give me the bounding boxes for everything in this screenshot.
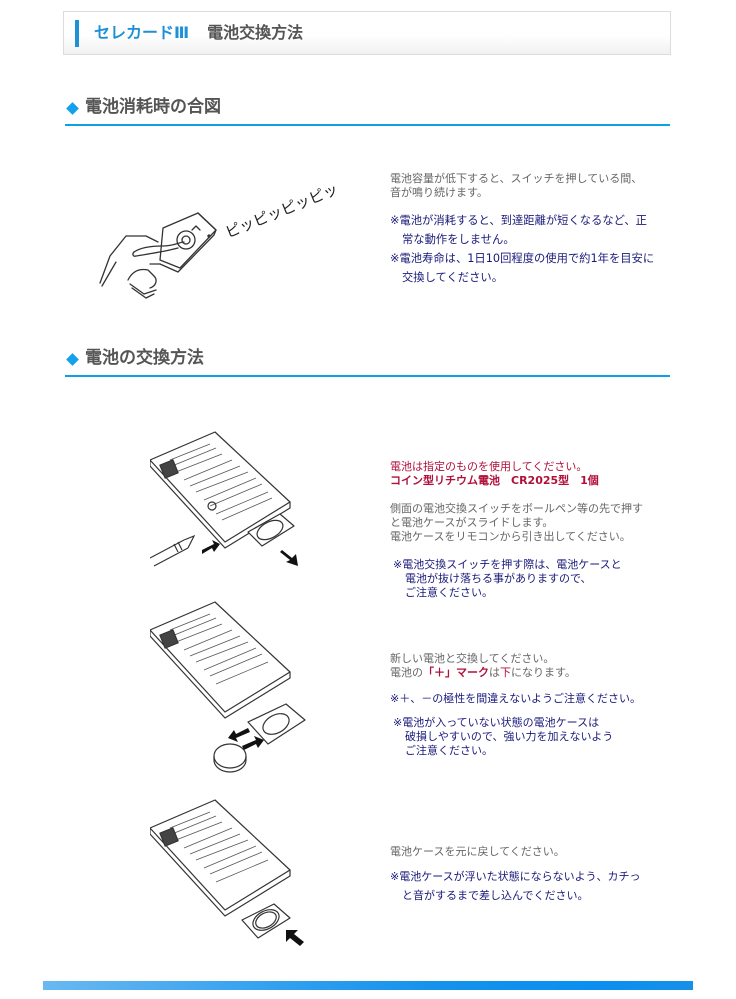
remote-battery-case-slide-out-icon [150,431,298,567]
step-3-note-line: ※電池ケースが浮いた状態にならないよう、カチっ [390,870,641,883]
note-range-line: ※電池が消耗すると、到達距離が短くなるなど、正 [390,214,647,227]
battery-spec-model: コイン型リチウム電池 CR2025型 1個 [390,474,599,487]
section-heading-replacement: 電池の交換方法 [65,345,670,377]
beep-sound-text: ピッピッピッピッ [223,180,341,242]
step-1-body-line: 側面の電池交換スイッチをボールペン等の先で押す [390,502,643,515]
diamond-bullet-icon [66,353,79,366]
title-accent-bar [75,20,79,47]
step-2-polarity-note: ※＋、－の極性を間違えないようご注意ください。 [390,692,641,705]
plus-mark-highlight: 「＋」マーク [423,666,489,679]
note-lifetime-line: ※電池寿命は、1日10回程度の使用で約1年を目安に [390,252,655,265]
step-2-note-line: ※電池が入っていない状態の電池ケースは [393,716,600,729]
footer-gradient-bar [43,981,693,990]
step-2-text: 新しい電池と交換してください。 電池の「＋」マークは下になります。 ※＋、－の極… [390,652,680,758]
page-title-box: セレカードⅢ 電池交換方法 [63,11,671,55]
low-battery-body-line: 音が鳴り続けます。 [390,186,488,199]
note-lifetime-line: 交換してください。 [402,271,503,284]
step-2-polarity-line: 電池の「＋」マークは下になります。 [390,666,680,680]
section-heading-low-battery: 電池消耗時の合図 [65,94,670,126]
polarity-suffix: になります。 [511,666,576,679]
step-3-text: 電池ケースを元に戻してください。 ※電池ケースが浮いた状態にならないよう、カチっ… [390,845,680,905]
note-range-line: 常な動作をしません。 [402,233,515,246]
step-1-body-line: と電池ケースがスライドします。 [390,516,554,529]
step-1-body-line: 電池ケースをリモコンから引き出してください。 [390,530,631,543]
page-title: セレカードⅢ 電池交換方法 [94,22,303,44]
step-1-note-line: ※電池交換スイッチを押す際は、電池ケースと [393,558,622,571]
section-heading-text: 電池消耗時の合図 [85,97,221,117]
step-3-note-line: と音がするまで差し込んでください。 [402,889,589,902]
step-3-body-line: 電池ケースを元に戻してください。 [390,845,565,858]
polarity-prefix: 電池の [390,666,423,679]
remote-battery-swap-icon [150,601,306,773]
step-1-note-line: 電池が抜け落ちる事がありますので、 [405,572,592,585]
battery-spec-notice: 電池は指定のものを使用してください。 [390,460,588,473]
step-2-note-line: 破損しやすいので、強い力を加えないよう [405,730,614,743]
step-1-note-line: ご注意ください。 [405,586,493,599]
hand-pressing-remote-icon: ピッピッピッピッ [99,180,341,299]
down-highlight: 下 [500,666,511,679]
section-heading-text: 電池の交換方法 [85,348,204,368]
page-title-main: 電池交換方法 [207,23,304,42]
step-1-text: 電池は指定のものを使用してください。 コイン型リチウム電池 CR2025型 1個… [390,460,680,600]
low-battery-description: 電池容量が低下すると、スイッチを押している間、 音が鳴り続けます。 ※電池が消耗… [390,172,680,287]
step-2-note-line: ご注意ください。 [405,744,493,757]
polarity-mid: は [489,666,500,679]
step-2-body-line: 新しい電池と交換してください。 [390,652,555,665]
low-battery-body-line: 電池容量が低下すると、スイッチを押している間、 [390,172,643,185]
page-title-brand: セレカードⅢ [94,23,190,42]
diamond-bullet-icon [66,102,79,115]
remote-battery-case-insert-icon [150,799,304,946]
